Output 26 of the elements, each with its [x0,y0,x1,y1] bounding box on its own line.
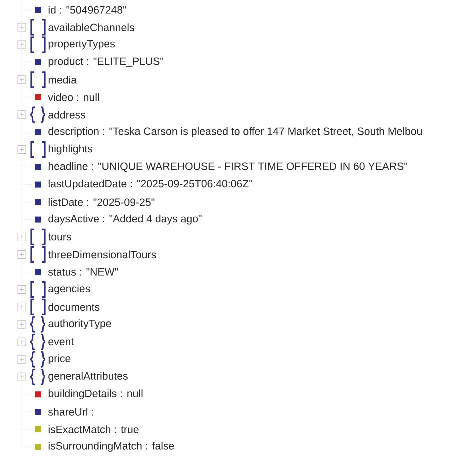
tree-label: availableChannels [48,24,134,32]
tree-label: buildingDetails : null [48,390,143,400]
tree-label: generalAttributes [48,372,128,382]
tree-label: headline : "UNIQUE WAREHOUSE - FIRST TIME OFFERED IN 60 YEARS" [48,162,408,172]
tree-label: lastUpdatedDate : "2025-09-25T06:40:06Z" [48,180,252,190]
tree-label: highlights [48,144,93,155]
tree-label: authorityType [48,320,112,330]
tree-label: product : "ELITE_PLUS" [48,57,164,68]
tree-label: propertyTypes [48,40,115,50]
tree-label: documents [48,303,100,312]
tree-label: address [48,111,86,119]
tree-label: price [48,354,71,365]
tree-label: event [48,338,74,346]
tree-label: media [48,76,78,84]
tree-label: isExactMatch : true [48,426,139,434]
tree-label: description : "Teska Carson is pleased to offer 147 Market Street, South Melbou [48,127,422,138]
tree-label: threeDimensionalTours [48,250,156,259]
tree-label: daysActive : "Added 4 days ago" [48,214,202,225]
tree-label: status : "NEW" [48,268,118,276]
tree-label: id : "504967248" [48,6,126,14]
tree-label: listDate : "2025-09-25" [48,198,155,206]
tree-label: agencies [48,284,90,295]
tree-label: video : null [48,94,100,102]
tree-label: isSurroundingMatch : false [48,442,174,452]
tree-label: shareUrl : [48,408,94,416]
tree-label: tours [48,234,72,241]
